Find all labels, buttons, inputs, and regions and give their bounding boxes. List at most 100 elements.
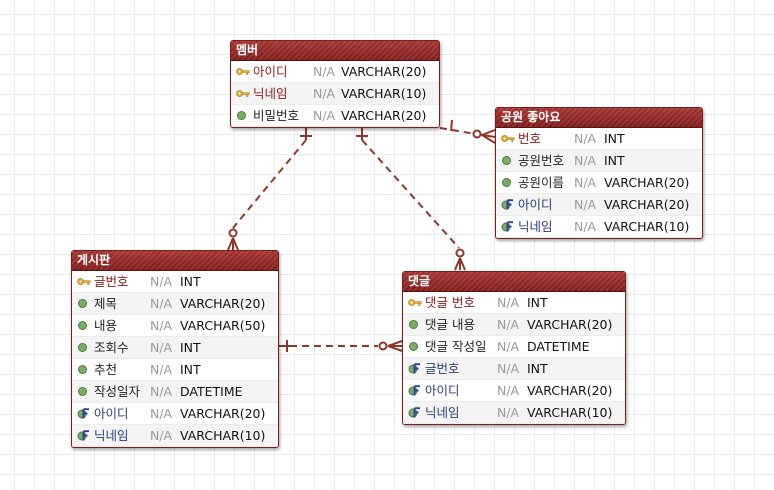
column-nullable: N/A — [497, 339, 520, 354]
column-type: INT — [604, 131, 625, 146]
column-nullable: N/A — [313, 108, 336, 123]
column-name: 아이디 — [425, 383, 460, 398]
column-row[interactable]: 비밀번호 N/A VARCHAR(20) — [231, 105, 439, 127]
column-nullable: N/A — [497, 295, 520, 310]
column-type: VARCHAR(20) — [604, 197, 690, 212]
column-type: VARCHAR(20) — [604, 175, 690, 190]
column-nullable: N/A — [150, 340, 173, 355]
column-name: 댓글 내용 — [425, 317, 475, 332]
entity-title: 댓글 — [403, 272, 625, 292]
foreign-key-icon-glyph — [408, 363, 420, 374]
column-type: INT — [527, 295, 548, 310]
relationship-member-board[interactable] — [227, 128, 312, 251]
column-nullable: N/A — [150, 362, 173, 377]
column-type: VARCHAR(20) — [341, 108, 427, 123]
column-dot-icon-glyph — [78, 365, 87, 374]
column-type: VARCHAR(50) — [180, 318, 266, 333]
column-dot-icon-glyph — [237, 111, 246, 120]
column-nullable: N/A — [497, 361, 520, 376]
column-nullable: N/A — [150, 428, 173, 443]
foreign-key-icon-glyph — [501, 199, 513, 210]
column-nullable: N/A — [574, 131, 597, 146]
column-dot-icon-glyph — [78, 299, 87, 308]
primary-key-icon — [236, 61, 250, 82]
column-row[interactable]: 아이디 N/A VARCHAR(20) — [403, 380, 625, 402]
column-name: 닉네임 — [94, 428, 129, 443]
column-type: VARCHAR(10) — [341, 86, 427, 101]
column-type: INT — [180, 274, 201, 289]
column-name: 댓글 작성일 — [425, 339, 487, 354]
column-type: DATETIME — [180, 384, 243, 399]
column-nullable: N/A — [150, 384, 173, 399]
column-name: 내용 — [94, 318, 118, 333]
column-row[interactable]: 댓글 작성일 N/A DATETIME — [403, 336, 625, 358]
foreign-key-icon-glyph — [77, 430, 89, 441]
column-nullable: N/A — [497, 383, 520, 398]
column-name: 글번호 — [94, 274, 129, 289]
column-dot-icon — [77, 359, 91, 380]
foreign-key-icon — [501, 194, 515, 215]
column-name: 닉네임 — [425, 405, 460, 420]
column-type: INT — [180, 362, 201, 377]
column-type: VARCHAR(20) — [527, 317, 613, 332]
column-dot-icon — [77, 315, 91, 336]
column-nullable: N/A — [497, 405, 520, 420]
relationship-board-comment[interactable] — [279, 340, 403, 352]
entity-title: 멤버 — [231, 41, 439, 61]
column-type: DATETIME — [527, 339, 590, 354]
column-dot-icon — [77, 381, 91, 402]
column-name: 닉네임 — [518, 219, 553, 234]
primary-key-icon — [236, 83, 250, 104]
column-type: VARCHAR(20) — [527, 383, 613, 398]
foreign-key-icon — [408, 358, 422, 379]
column-name: 제목 — [94, 296, 118, 311]
column-dot-icon — [77, 337, 91, 358]
column-dot-icon-glyph — [78, 387, 87, 396]
column-dot-icon-glyph — [409, 320, 418, 329]
column-dot-icon-glyph — [502, 156, 511, 165]
primary-key-icon — [77, 271, 91, 292]
column-type: VARCHAR(20) — [341, 64, 427, 79]
column-name: 아이디 — [94, 406, 129, 421]
entity-title: 공원 좋아요 — [496, 108, 702, 128]
column-nullable: N/A — [574, 175, 597, 190]
relationship-member-comment[interactable] — [356, 128, 466, 271]
relationship-member-park-like[interactable] — [439, 119, 496, 144]
entity-title: 게시판 — [72, 251, 278, 271]
column-dot-icon — [408, 336, 422, 357]
primary-key-icon-glyph — [408, 299, 422, 306]
column-dot-icon — [501, 172, 515, 193]
column-dot-icon-glyph — [409, 342, 418, 351]
column-nullable: N/A — [574, 219, 597, 234]
foreign-key-icon-glyph — [408, 385, 420, 396]
foreign-key-icon — [77, 403, 91, 424]
column-name: 비밀번호 — [253, 108, 300, 123]
foreign-key-icon-glyph — [501, 221, 513, 232]
